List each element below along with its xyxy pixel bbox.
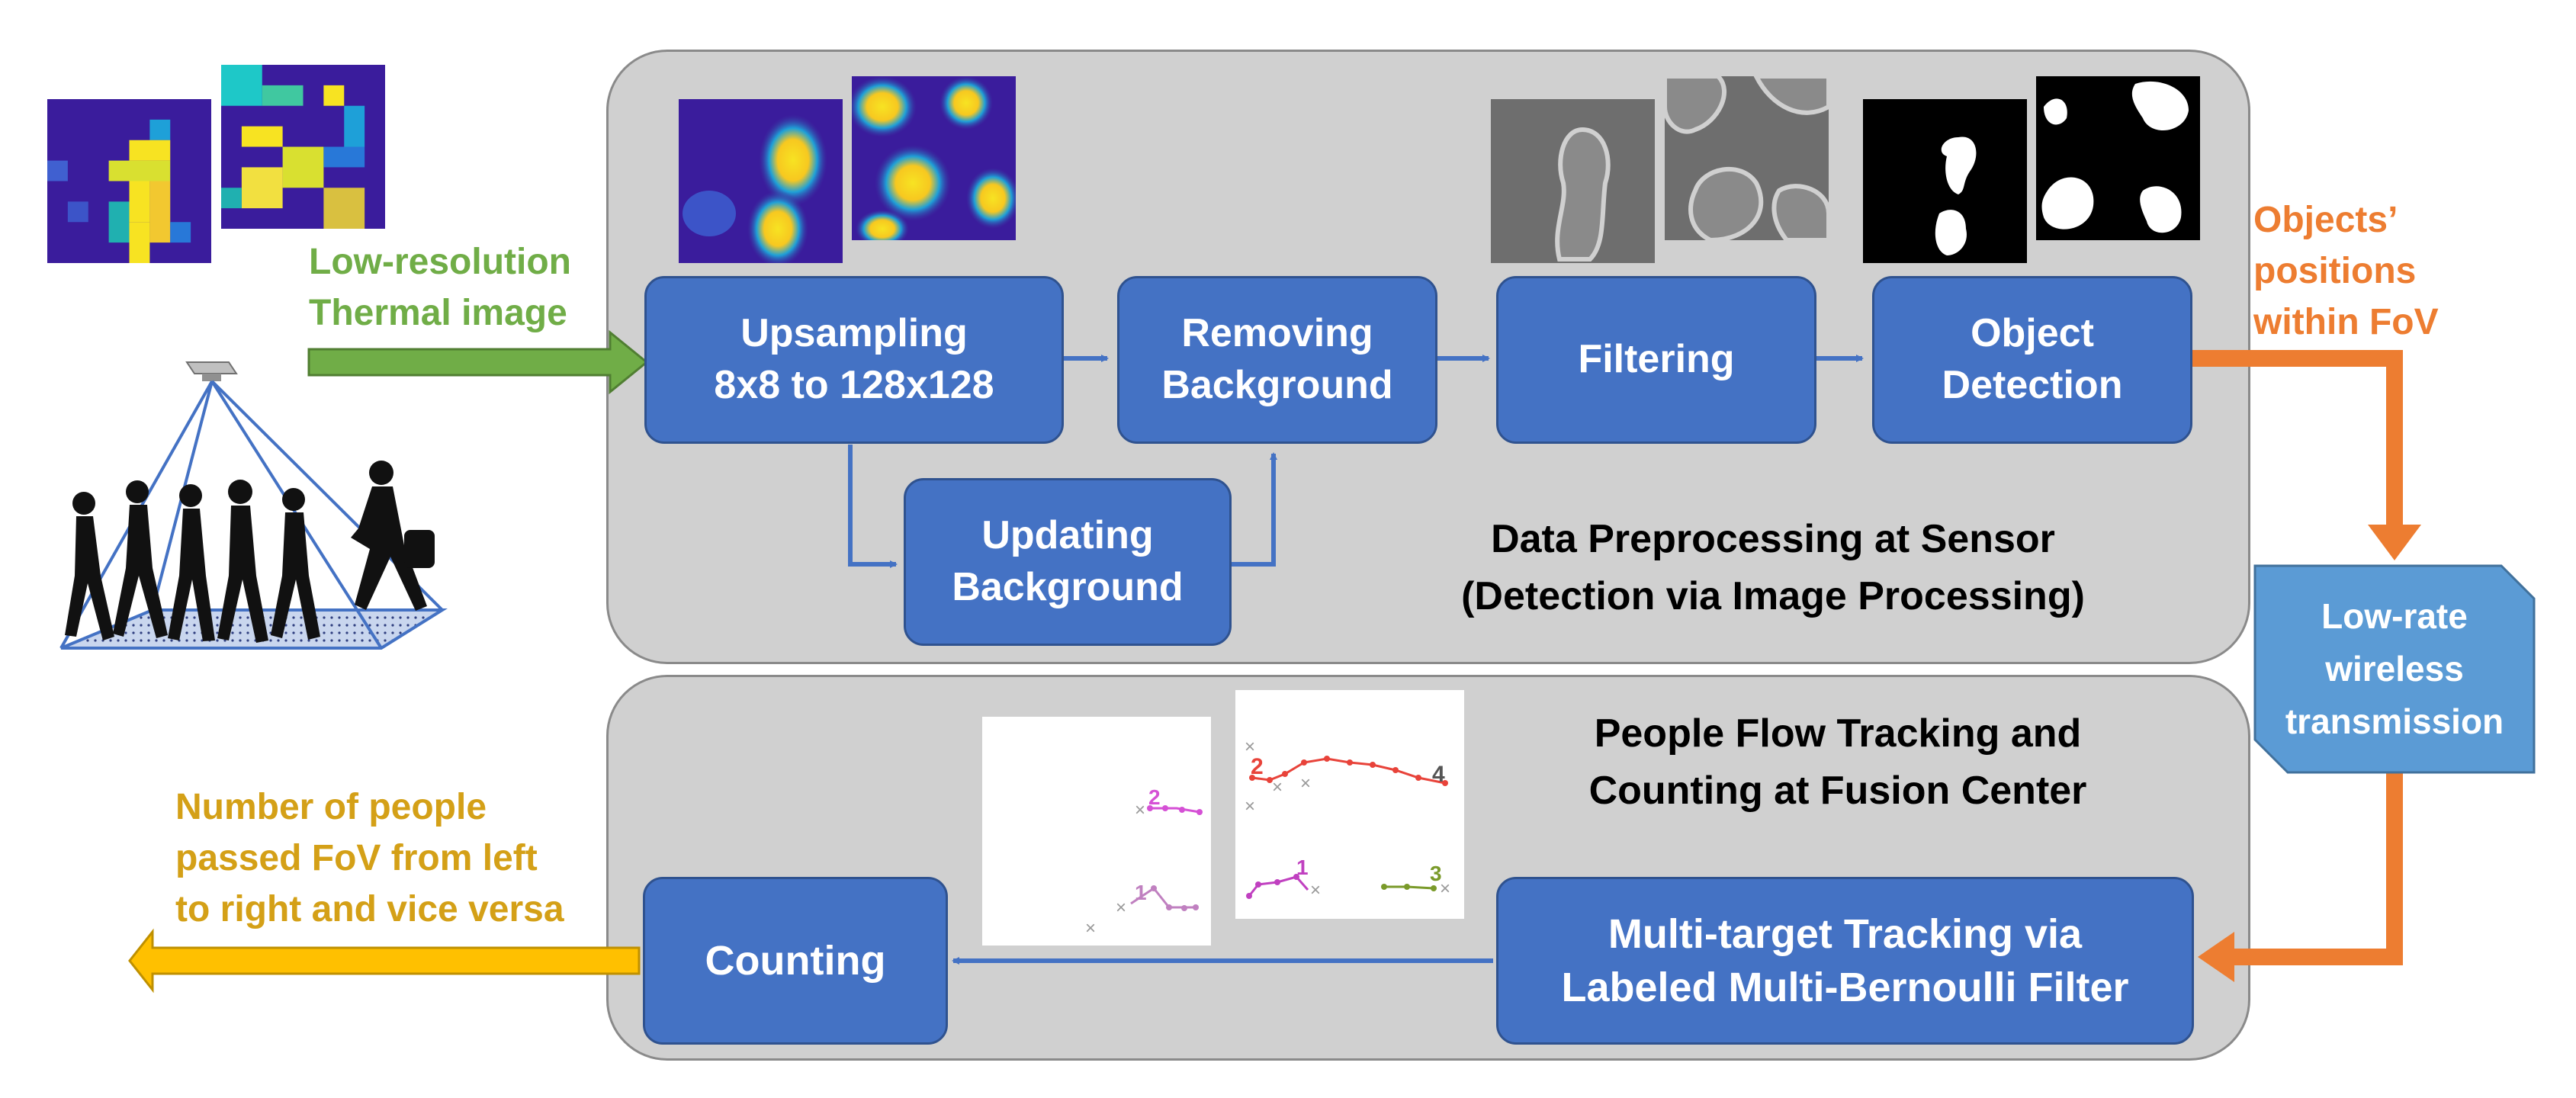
upsampled-heatmap-image-2	[852, 76, 1016, 240]
track-label: 2	[1251, 754, 1264, 779]
transmission-line: Low-rate	[2321, 596, 2468, 636]
people-count-label: Number of people passed FoV from left to…	[175, 782, 564, 936]
arrow-updating-to-removing	[1232, 452, 1277, 567]
upsampled-heatmap-image	[679, 99, 843, 263]
svg-text:×: ×	[1135, 800, 1145, 820]
box-line: 8x8 to 128x128	[714, 363, 994, 407]
track-label: 1	[1296, 856, 1309, 879]
svg-text:×: ×	[1085, 918, 1096, 939]
box-line: Filtering	[1578, 337, 1735, 382]
title-line: People Flow Tracking and	[1594, 711, 2082, 756]
box-line: Labeled Multi-Bernoulli Filter	[1561, 965, 2129, 1010]
title-line: Counting at Fusion Center	[1588, 769, 2087, 814]
svg-text:×: ×	[1272, 777, 1283, 798]
transmission-line: wireless	[2325, 649, 2464, 689]
title-line: Data Preprocessing at Sensor	[1491, 517, 2055, 561]
svg-text:×: ×	[1116, 897, 1126, 918]
tracking-plot-1: 2 × 1 × ×	[982, 717, 1211, 946]
svg-text:×: ×	[1440, 878, 1450, 899]
objects-positions-label: Objects’ positions within FoV	[2253, 194, 2439, 348]
thermal-grid-image-2	[221, 65, 385, 229]
object-detection-box: Object Detection	[1872, 276, 2192, 444]
output-label-line: Objects’	[2253, 200, 2398, 240]
updating-background-box: Updating Background	[904, 478, 1232, 646]
detection-mask-image-2	[2036, 76, 2200, 240]
box-line: Background	[1161, 363, 1393, 407]
svg-text:×: ×	[1310, 880, 1321, 901]
svg-text:×: ×	[1245, 737, 1255, 757]
ceiling-sensor-icon	[185, 361, 238, 381]
filtered-image	[1491, 99, 1655, 263]
arrow-upsampling-to-updating	[848, 445, 898, 568]
track-label: 1	[1135, 881, 1147, 904]
box-line: Counting	[705, 937, 886, 984]
output-arrow	[128, 928, 641, 994]
output-label-line: within FoV	[2253, 302, 2439, 343]
box-line: Background	[952, 565, 1184, 609]
input-label-line: Low-resolution	[309, 242, 571, 282]
orange-flow-arrow	[2183, 350, 2403, 965]
transmission-block: Low-rate wireless transmission	[2253, 564, 2536, 774]
orange-arrowhead-down	[2368, 525, 2421, 560]
track-label: 4	[1432, 762, 1445, 787]
box-line: Detection	[1942, 363, 2123, 407]
input-label-line: Thermal image	[309, 293, 567, 334]
track-label: 3	[1430, 862, 1442, 885]
fusion-center-title: People Flow Tracking and Counting at Fus…	[1533, 705, 2143, 820]
orange-arrowhead-left	[2198, 932, 2234, 982]
input-arrow	[307, 329, 649, 395]
box-line: Multi-target Tracking via	[1608, 910, 2083, 957]
preprocessing-title: Data Preprocessing at Sensor (Detection …	[1373, 511, 2173, 626]
thermal-grid-image	[47, 99, 211, 263]
counting-box: Counting	[643, 877, 948, 1045]
track-label: 2	[1148, 785, 1161, 809]
box-line: Object	[1971, 311, 2094, 356]
count-label-line: Number of people	[175, 787, 487, 827]
walking-people-silhouette	[59, 361, 448, 650]
count-label-line: passed FoV from left	[175, 838, 538, 879]
box-line: Removing	[1181, 311, 1373, 356]
box-line: Upsampling	[740, 311, 968, 356]
removing-background-box: Removing Background	[1117, 276, 1437, 444]
detection-mask-image	[1863, 99, 2027, 263]
title-line: (Detection via Image Processing)	[1461, 574, 2085, 619]
tracking-plot-2: × × × × 2 4 1 × 3 ×	[1235, 690, 1464, 919]
filtering-box: Filtering	[1496, 276, 1816, 444]
svg-text:×: ×	[1300, 773, 1311, 794]
box-line: Updating	[981, 513, 1154, 558]
multi-target-tracking-box: Multi-target Tracking via Labeled Multi-…	[1496, 877, 2194, 1045]
transmission-line: transmission	[2285, 702, 2504, 741]
output-label-line: positions	[2253, 251, 2417, 292]
count-label-line: to right and vice versa	[175, 889, 564, 930]
svg-text:×: ×	[1245, 796, 1255, 817]
upsampling-box: Upsampling 8x8 to 128x128	[644, 276, 1064, 444]
input-label: Low-resolution Thermal image	[309, 236, 571, 339]
filtered-image-2	[1665, 76, 1829, 240]
